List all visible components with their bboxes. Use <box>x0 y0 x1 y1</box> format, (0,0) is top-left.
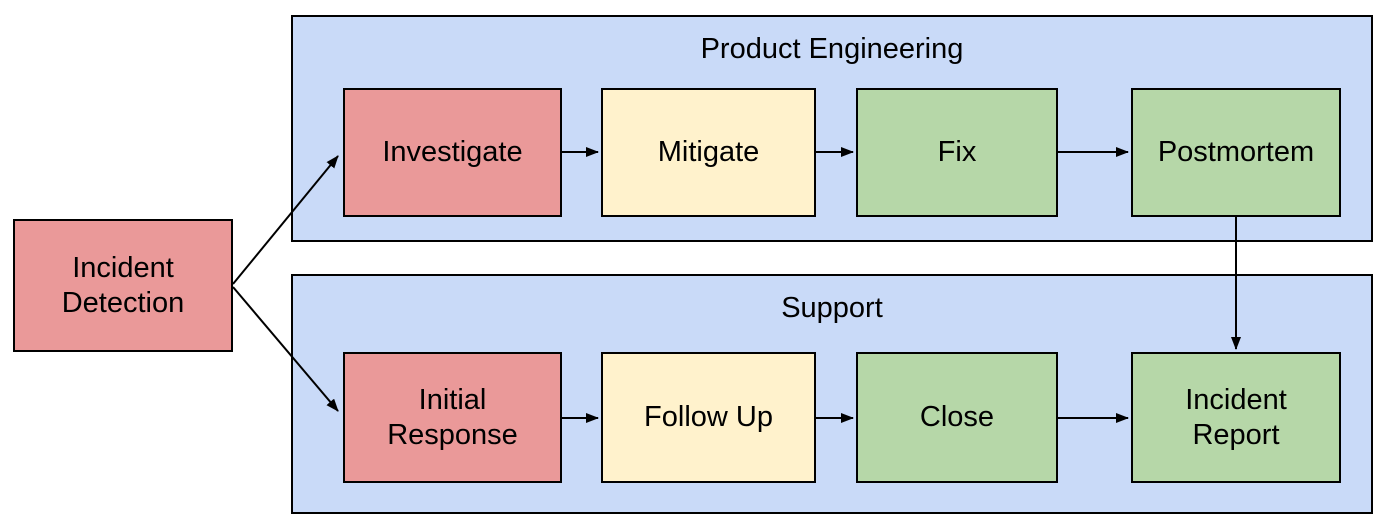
node-incident-report: Incident Report <box>1131 352 1341 483</box>
node-initial-response: Initial Response <box>343 352 562 483</box>
node-mitigate: Mitigate <box>601 88 816 217</box>
node-investigate: Investigate <box>343 88 562 217</box>
node-postmortem: Postmortem <box>1131 88 1341 217</box>
lane-title-product-engineering: Product Engineering <box>700 33 964 65</box>
lane-title-support: Support <box>781 292 883 324</box>
node-fix: Fix <box>856 88 1058 217</box>
node-close: Close <box>856 352 1058 483</box>
node-incident-detection: Incident Detection <box>13 219 233 352</box>
node-follow-up: Follow Up <box>601 352 816 483</box>
